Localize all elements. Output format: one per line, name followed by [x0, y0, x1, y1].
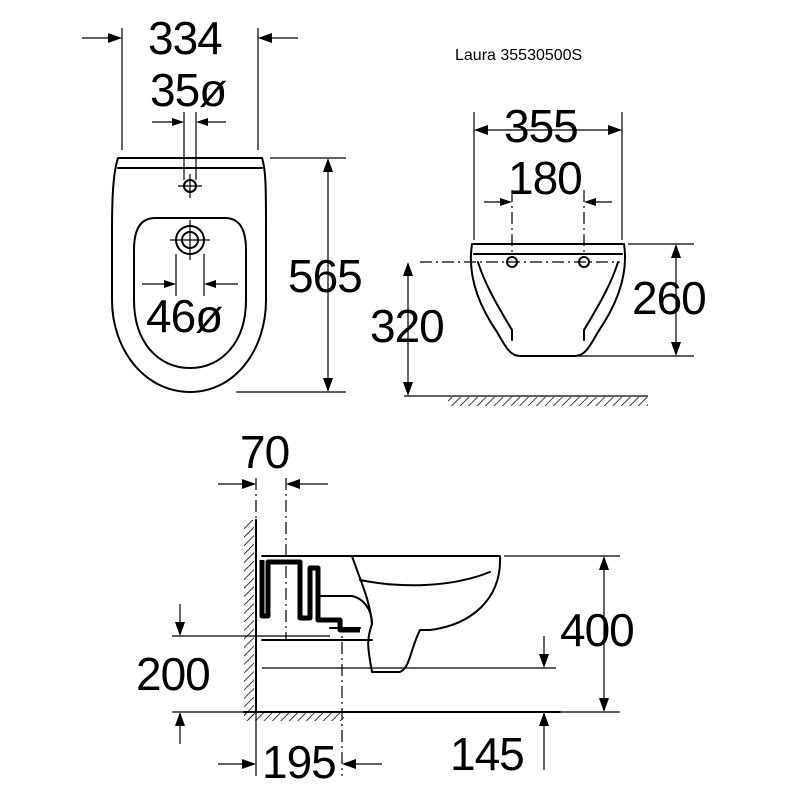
top-view-inner-bowl — [133, 217, 247, 369]
dim-tap-hole: 35ø — [150, 64, 227, 116]
model-label: Laura 35530500S — [455, 47, 582, 64]
dim-height-front: 260 — [632, 272, 706, 324]
fixing-bracket — [259, 559, 360, 633]
dim-width-front: 355 — [504, 100, 578, 152]
side-view: 70 200 400 145 195 — [136, 426, 635, 788]
dim-outlet-height: 200 — [136, 648, 210, 700]
top-view-outline — [111, 157, 267, 393]
dim-drop: 145 — [450, 728, 524, 780]
front-view-outline — [469, 243, 626, 357]
side-floor-hatch — [244, 712, 344, 721]
dim-bolt-spacing: 180 — [508, 152, 582, 204]
dim-fix-height: 320 — [370, 300, 444, 352]
top-view: 334 35ø 46ø 565 — [82, 12, 363, 393]
dim-outlet-depth: 195 — [262, 736, 336, 788]
floor-hatch — [448, 397, 648, 406]
dim-rim-height: 400 — [560, 604, 634, 656]
front-view: 355 180 260 320 — [370, 100, 707, 406]
dim-drain: 46ø — [146, 290, 223, 342]
dim-wall-offset: 70 — [240, 426, 289, 478]
dim-width-top: 334 — [148, 12, 222, 64]
dim-length: 565 — [288, 250, 362, 302]
wall-hatch — [244, 520, 254, 720]
